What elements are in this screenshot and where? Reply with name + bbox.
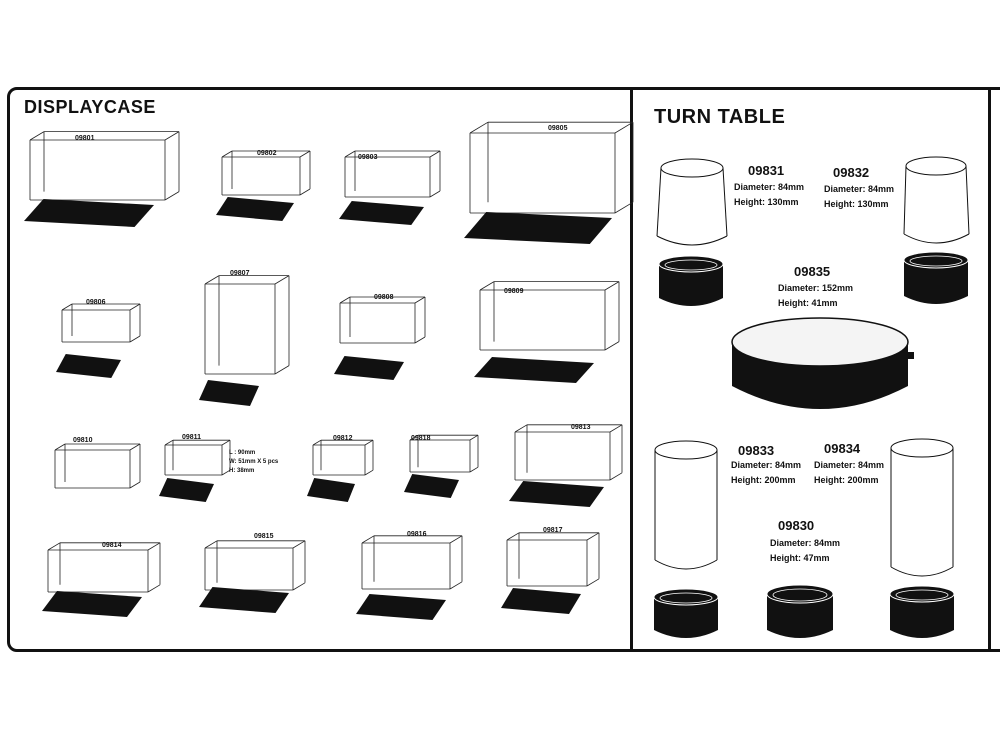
base-plate bbox=[509, 481, 604, 507]
section-divider bbox=[630, 87, 633, 652]
case-code-09817: 09817 bbox=[543, 527, 563, 534]
case-code-09808: 09808 bbox=[374, 294, 394, 301]
tt-spec-09834: Diameter: 84mm Height: 200mm bbox=[814, 458, 884, 488]
base-plate bbox=[42, 591, 142, 617]
tt-code-09833: 09833 bbox=[738, 443, 775, 458]
tt-code-09830: 09830 bbox=[778, 518, 815, 533]
base-plate bbox=[216, 197, 294, 221]
case-code-09816: 09816 bbox=[407, 531, 427, 538]
display-case-09815 bbox=[204, 540, 306, 591]
base-plate bbox=[307, 478, 355, 502]
spec-w: W: 51mm X 5 pcs bbox=[229, 459, 279, 465]
case-code-09802: 09802 bbox=[257, 150, 277, 157]
tt-height: Height: 47mm bbox=[770, 553, 830, 563]
display-case-09816 bbox=[361, 535, 463, 590]
case-code-09801: 09801 bbox=[75, 135, 95, 142]
case-code-09803: 09803 bbox=[358, 154, 378, 161]
display-case-09803 bbox=[344, 150, 441, 198]
display-case-09818 bbox=[409, 434, 479, 473]
tt-height: Height: 41mm bbox=[778, 298, 838, 308]
tt-code-09832: 09832 bbox=[833, 165, 870, 180]
display-case-09808 bbox=[339, 296, 426, 344]
turntable-heading: TURN TABLE bbox=[654, 106, 786, 128]
case-code-09809: 09809 bbox=[504, 288, 524, 295]
display-case-09802 bbox=[221, 150, 311, 196]
tt-height: Height: 130mm bbox=[824, 199, 889, 209]
tt-code-09834: 09834 bbox=[824, 441, 861, 456]
case-code-09807: 09807 bbox=[230, 270, 250, 277]
display-case-09807 bbox=[204, 275, 290, 375]
case-spec-09811: L : 90mm W: 51mm X 5 pcs H: 38mm bbox=[229, 449, 278, 476]
display-case-09809 bbox=[479, 281, 620, 351]
tt-height: Height: 130mm bbox=[734, 197, 799, 207]
base-plate bbox=[356, 594, 446, 620]
display-case-09813 bbox=[514, 424, 623, 481]
tt-diameter: Diameter: 152mm bbox=[778, 283, 854, 293]
section-divider-right bbox=[988, 87, 991, 652]
display-case-09805 bbox=[469, 121, 634, 214]
display-case-09801 bbox=[29, 131, 180, 201]
case-code-09818: 09818 bbox=[411, 435, 431, 442]
display-case-09810 bbox=[54, 443, 141, 489]
tt-diameter: Diameter: 84mm bbox=[731, 460, 802, 470]
base-plate bbox=[159, 478, 214, 502]
base-plate bbox=[199, 587, 289, 613]
display-case-09806 bbox=[61, 303, 141, 343]
base-plate bbox=[334, 356, 404, 380]
tt-spec-09832: Diameter: 84mm Height: 130mm bbox=[824, 182, 894, 212]
display-case-09814 bbox=[47, 542, 161, 593]
case-code-09813: 09813 bbox=[571, 424, 591, 431]
catalog-frame bbox=[7, 87, 1000, 652]
display-case-09811 bbox=[164, 439, 231, 476]
tt-height: Height: 200mm bbox=[814, 475, 879, 485]
tt-diameter: Diameter: 84mm bbox=[824, 184, 895, 194]
spec-l: L : 90mm bbox=[229, 450, 256, 456]
tt-spec-09835: Diameter: 152mm Height: 41mm bbox=[778, 281, 853, 311]
tt-diameter: Diameter: 84mm bbox=[770, 538, 841, 548]
spec-h: H: 38mm bbox=[229, 468, 255, 474]
base-plate bbox=[474, 357, 594, 383]
base-plate bbox=[56, 354, 121, 378]
display-case-09817 bbox=[506, 532, 600, 587]
base-plate bbox=[24, 199, 154, 227]
case-code-09812: 09812 bbox=[333, 435, 353, 442]
tt-spec-09830: Diameter: 84mm Height: 47mm bbox=[770, 536, 840, 566]
case-code-09811: 09811 bbox=[182, 434, 202, 441]
case-code-09805: 09805 bbox=[548, 125, 568, 132]
tt-diameter: Diameter: 84mm bbox=[814, 460, 885, 470]
base-plate bbox=[199, 380, 259, 406]
displaycase-heading: DISPLAYCASE bbox=[24, 97, 156, 117]
case-code-09815: 09815 bbox=[254, 533, 274, 540]
tt-diameter: Diameter: 84mm bbox=[734, 182, 805, 192]
case-code-09810: 09810 bbox=[73, 437, 93, 444]
tt-spec-09831: Diameter: 84mm Height: 130mm bbox=[734, 180, 804, 210]
base-plate bbox=[501, 588, 581, 614]
tt-code-09831: 09831 bbox=[748, 163, 785, 178]
base-plate bbox=[464, 212, 612, 244]
base-plate bbox=[339, 201, 424, 225]
tt-code-09835: 09835 bbox=[794, 264, 831, 279]
display-case-09812 bbox=[312, 439, 374, 476]
base-plate bbox=[404, 474, 459, 498]
case-code-09806: 09806 bbox=[86, 299, 106, 306]
tt-height: Height: 200mm bbox=[731, 475, 796, 485]
tt-spec-09833: Diameter: 84mm Height: 200mm bbox=[731, 458, 801, 488]
case-code-09814: 09814 bbox=[102, 542, 122, 549]
